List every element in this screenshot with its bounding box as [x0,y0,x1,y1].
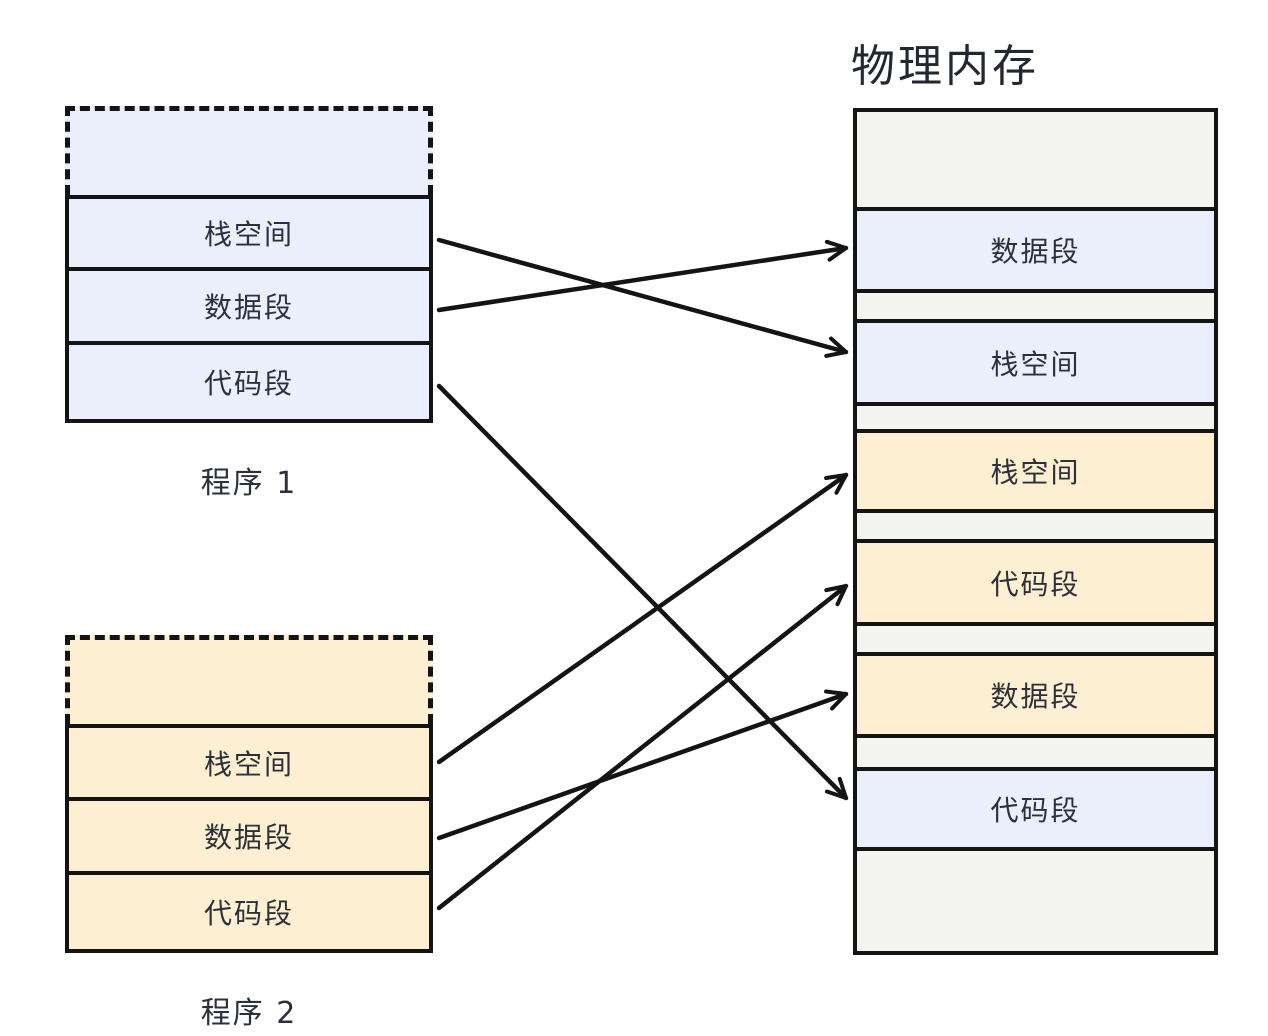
segment-label: 栈空间 [203,747,294,781]
memory-slot-free [857,734,1214,767]
memory-slot-p1-code: 代码段 [857,767,1214,847]
arrow-p2-code-to-memory [436,583,849,911]
arrow-p1-stack-to-memory [436,237,849,358]
memory-slot-p2-data: 数据段 [857,652,1214,734]
program1-box: 栈空间 数据段 代码段 [65,195,433,423]
memory-slot-free [857,509,1214,539]
arrow-p1-code-to-memory [436,383,849,801]
program1-segment-data: 数据段 [69,267,429,341]
memory-slot-free [857,622,1214,652]
memory-slot-p2-code: 代码段 [857,539,1214,622]
memory-slot-free [857,847,1214,951]
segment-label: 数据段 [990,235,1081,268]
memory-slot-free [857,289,1214,319]
memory-slot-p2-stack: 栈空间 [857,429,1214,509]
program2-segment-stack: 栈空间 [69,728,429,797]
segment-label: 数据段 [203,291,294,324]
arrow-p1-data-to-memory [436,239,849,313]
program2-segment-data: 数据段 [69,797,429,871]
arrow-p2-stack-to-memory [436,472,849,765]
segment-label: 代码段 [990,567,1081,601]
segment-label: 数据段 [203,821,294,854]
program1-unallocated-region [65,106,433,195]
arrow-p2-data-to-memory [436,689,849,841]
program1-segment-stack: 栈空间 [69,199,429,267]
physical-memory-title: 物理内存 [851,41,1039,92]
segment-label: 代码段 [990,794,1081,827]
program2-box: 栈空间 数据段 代码段 [65,724,433,953]
segment-label: 代码段 [203,367,294,400]
memory-slot-free [857,112,1214,207]
program2-segment-code: 代码段 [69,871,429,949]
physical-memory-box: 数据段 栈空间 栈空间 代码段 数据段 代码段 [853,108,1218,955]
segment-label: 栈空间 [990,347,1081,381]
memory-slot-p1-data: 数据段 [857,207,1214,289]
segment-label: 栈空间 [203,218,294,251]
segment-label: 数据段 [990,680,1081,713]
program1-caption: 程序 1 [200,466,298,501]
memory-slot-free [857,402,1214,429]
segment-label: 代码段 [203,897,294,930]
program2-caption: 程序 2 [200,996,298,1031]
program2-unallocated-region [65,635,433,724]
program1-segment-code: 代码段 [69,341,429,419]
memory-slot-p1-stack: 栈空间 [857,319,1214,402]
segment-label: 栈空间 [990,456,1081,489]
